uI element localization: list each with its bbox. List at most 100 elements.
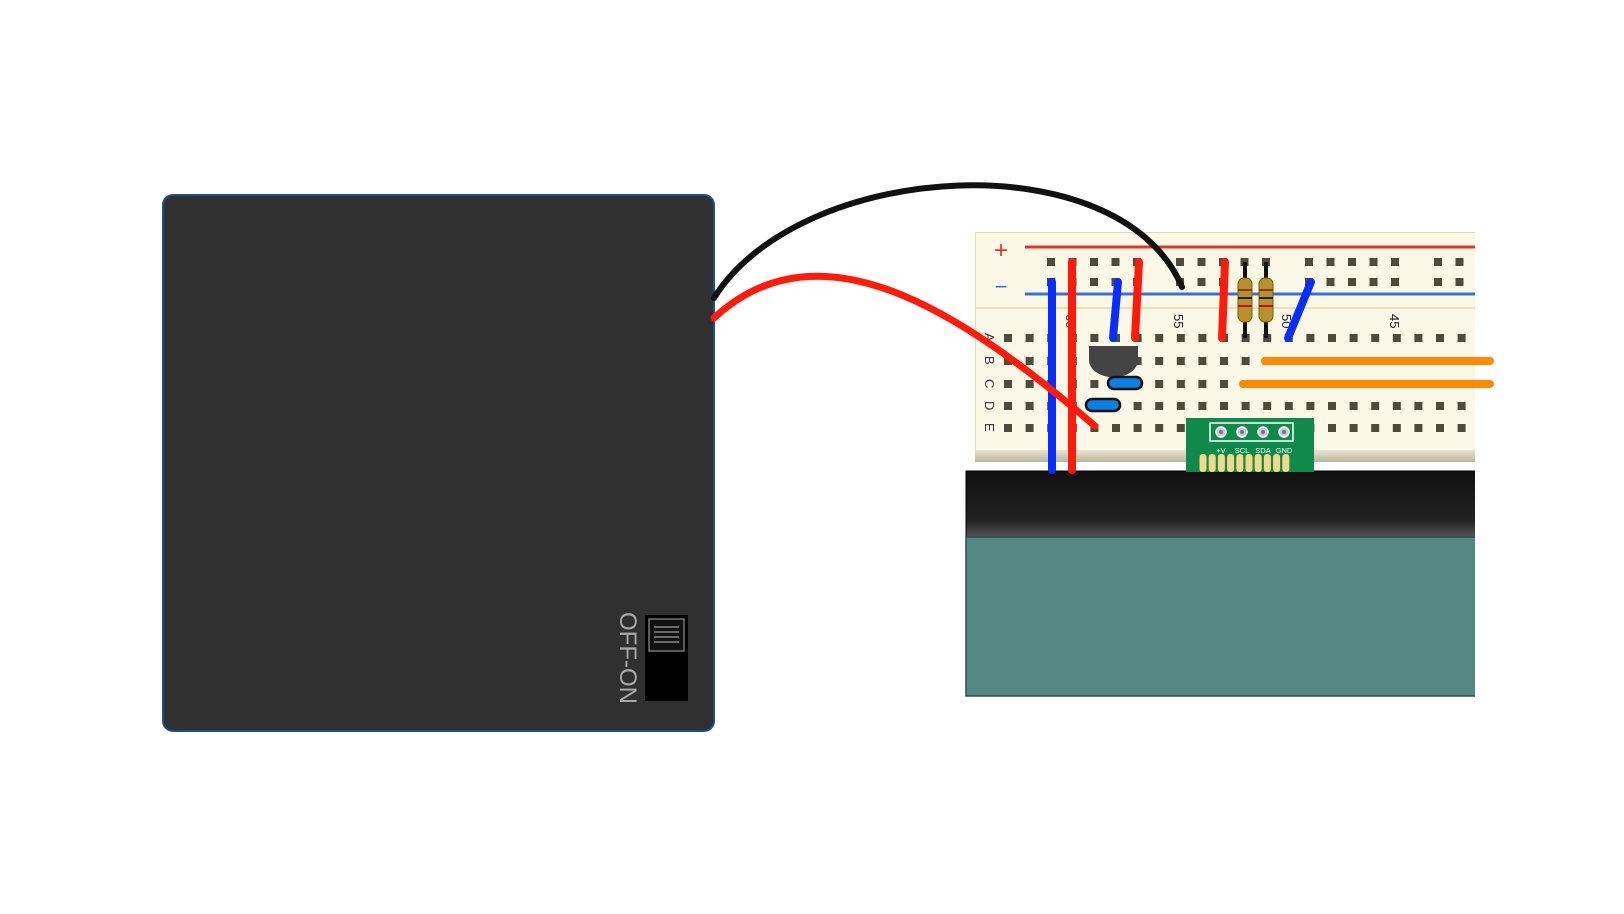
header-pin [1245, 454, 1253, 472]
row-letter: B [982, 356, 997, 365]
lcd-display [965, 470, 1475, 697]
red-battery-wire [710, 272, 1099, 430]
terminal-hole [1436, 424, 1444, 432]
terminal-hole [1155, 380, 1164, 388]
rail-hole [1090, 258, 1098, 266]
column-number: 55 [1171, 314, 1186, 328]
rail-hole [1391, 258, 1399, 266]
capacitor [1084, 397, 1122, 413]
capacitors [1084, 375, 1144, 413]
terminal-hole [1025, 402, 1034, 410]
terminal-hole [1176, 334, 1185, 342]
header-pin [1199, 454, 1207, 472]
terminal-hole [1025, 424, 1034, 432]
terminal-hole [1090, 380, 1099, 388]
i2c-pin-label: SCL [1235, 446, 1250, 455]
rail-hole [1305, 258, 1313, 266]
rail-plus-label: + [994, 237, 1008, 264]
terminal-hole [1328, 402, 1336, 410]
red-jumper-wire [1218, 258, 1229, 342]
terminal-hole [1133, 402, 1142, 410]
rail-hole [1477, 258, 1485, 266]
rail-hole [1477, 278, 1485, 286]
terminal-hole [1176, 402, 1185, 410]
header-pin [1273, 454, 1281, 472]
rail-hole [1176, 258, 1184, 266]
blue-jumper-wire [1284, 278, 1315, 342]
jumper-wires [1048, 258, 1494, 474]
terminal-hole [1306, 402, 1315, 410]
rail-hole [1197, 278, 1206, 286]
terminal-hole [1198, 380, 1207, 388]
i2c-pad-hole [1261, 430, 1265, 434]
terminal-hole [1349, 402, 1358, 410]
row-letter: C [982, 379, 997, 388]
terminal-hole [1414, 424, 1423, 432]
terminal-hole [1328, 424, 1336, 432]
terminal-hole [1198, 402, 1207, 410]
terminal-hole [1371, 424, 1380, 432]
terminal-hole [1349, 424, 1358, 432]
terminal-hole [1328, 334, 1336, 342]
rail-hole [1111, 258, 1120, 266]
terminal-hole [1392, 334, 1401, 342]
blue-jumper-wire [1109, 278, 1122, 342]
terminal-hole [1371, 334, 1380, 342]
terminal-hole [1025, 357, 1034, 365]
row-letter: D [982, 401, 997, 410]
terminal-hole [1025, 334, 1034, 342]
terminal-hole [1479, 402, 1487, 410]
terminal-hole [1025, 380, 1034, 388]
terminal-hole [1176, 357, 1185, 365]
battery-pack: OFF-ON [162, 194, 715, 732]
i2c-pin-label: SDA [1255, 446, 1270, 455]
i2c-module: +V SCL SDA GND [1186, 418, 1314, 472]
rail-hole [1197, 258, 1206, 266]
terminal-hole [1220, 380, 1228, 388]
terminal-hole [1479, 424, 1487, 432]
rail-hole [1348, 258, 1356, 266]
terminal-hole [1436, 402, 1444, 410]
rail-hole [1348, 278, 1356, 286]
terminal-hole [1176, 380, 1185, 388]
black-battery-wire [711, 182, 1185, 301]
terminal-hole [1155, 357, 1164, 365]
terminal-hole [1004, 424, 1012, 432]
terminal-hole [1090, 334, 1099, 342]
terminal-hole [1198, 334, 1207, 342]
terminal-hole [1155, 402, 1164, 410]
lcd-screen [965, 536, 1475, 697]
row-letter: E [982, 423, 997, 432]
terminal-hole [1306, 334, 1315, 342]
terminal-hole [1263, 402, 1272, 410]
power-switch[interactable] [645, 615, 688, 701]
terminal-hole [1371, 402, 1380, 410]
header-pin [1227, 454, 1235, 472]
terminal-hole [1414, 402, 1423, 410]
terminal-hole [1414, 334, 1423, 342]
i2c-pin-label: GND [1276, 446, 1293, 455]
terminal-hole [1220, 357, 1228, 365]
terminal-hole [1155, 424, 1164, 432]
header-pin [1282, 454, 1290, 472]
capacitor [1106, 375, 1144, 391]
i2c-pin-label: +V [1216, 446, 1225, 455]
terminal-hole [1004, 380, 1012, 388]
terminal-hole [1457, 402, 1466, 410]
terminal-hole [1349, 334, 1358, 342]
rail-hole [1391, 278, 1399, 286]
terminal-hole [1457, 424, 1466, 432]
resistor [1237, 262, 1253, 338]
terminal-hole [1155, 334, 1164, 342]
terminal-hole [1241, 402, 1250, 410]
rail-hole [1434, 258, 1442, 266]
resistor [1258, 262, 1274, 338]
terminal-hole [1241, 357, 1250, 365]
rail-hole [1369, 258, 1378, 266]
battery-leads [710, 182, 1185, 430]
rail-hole [1090, 278, 1098, 286]
terminal-hole [1392, 424, 1401, 432]
rail-minus-label: − [995, 274, 1008, 299]
rail-hole [1455, 258, 1464, 266]
terminal-hole [1004, 334, 1012, 342]
